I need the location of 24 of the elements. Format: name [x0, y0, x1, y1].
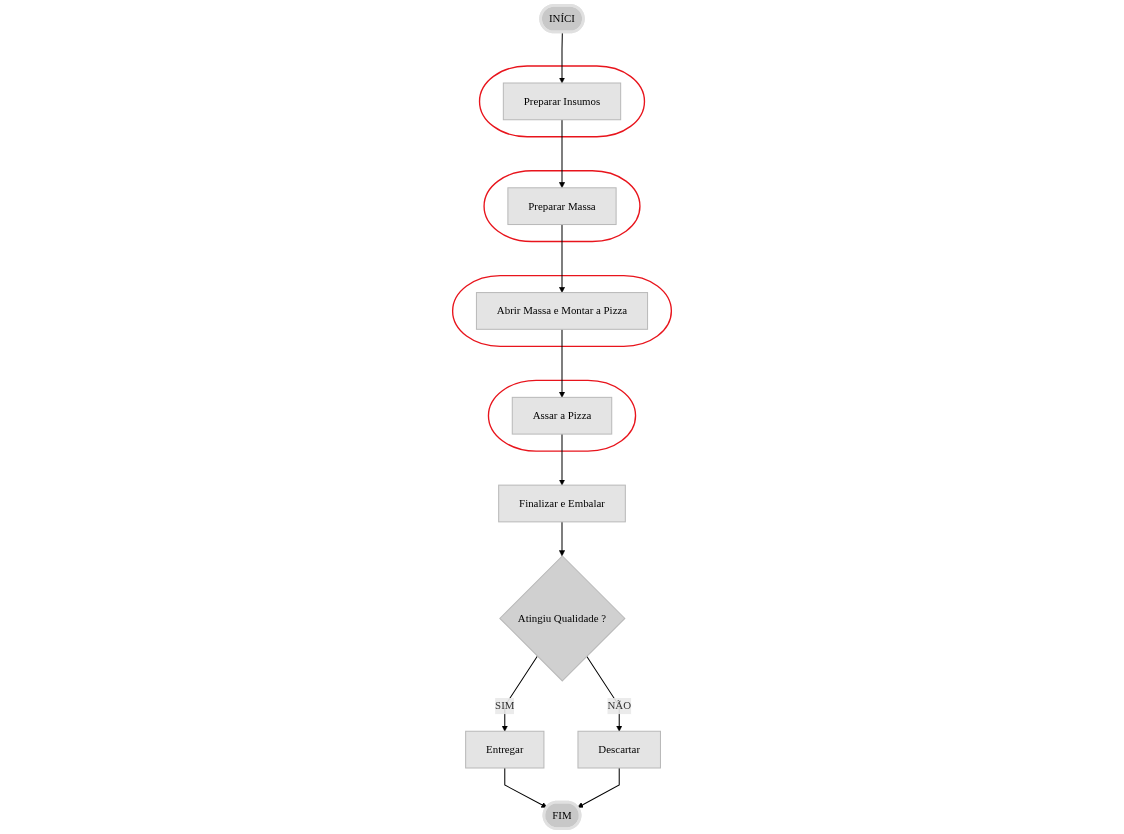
- edge-label: SIM: [495, 699, 515, 712]
- node-box: Abrir Massa e Montar a Pizza: [475, 292, 649, 330]
- cluster: [451, 274, 673, 347]
- arrow: [559, 224, 565, 293]
- node-box: Preparar Massa: [507, 187, 617, 226]
- arrow: [559, 328, 565, 398]
- arrow: [559, 31, 565, 84]
- node-box: Finalizar e Embalar: [498, 484, 626, 523]
- cluster: [483, 170, 641, 243]
- node-box: Entregar: [465, 730, 545, 769]
- node-diamond: Atingiu Qualidade ?: [499, 555, 626, 682]
- node-box: Descartar: [577, 730, 661, 769]
- node-box: Assar a Pizza: [511, 396, 613, 435]
- arrow: [559, 433, 565, 486]
- cluster: [487, 379, 637, 452]
- arrow: [586, 655, 623, 732]
- arrow: [501, 655, 538, 732]
- node-box: Preparar Insumos: [502, 82, 622, 121]
- cluster: [478, 65, 646, 138]
- arrow: [577, 767, 620, 808]
- arrow: [504, 767, 548, 808]
- edge-label: NÃO: [607, 699, 632, 712]
- arrow: [559, 119, 565, 189]
- arrow: [559, 521, 565, 557]
